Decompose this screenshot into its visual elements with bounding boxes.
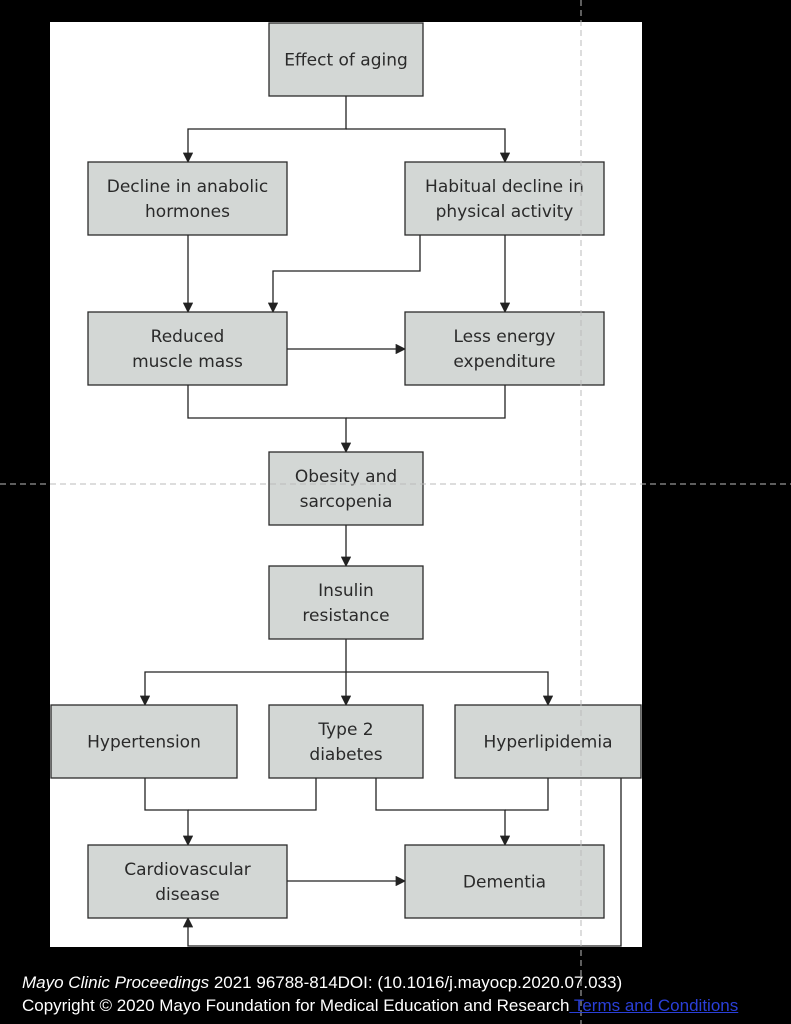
edge-insulin-to-hyperlipidemia	[346, 671, 554, 707]
node-hyperlipidemia: Hyperlipidemia	[454, 704, 642, 779]
node-label-line: Obesity and	[295, 467, 397, 487]
edges-layer	[139, 96, 622, 947]
node-box	[50, 704, 238, 779]
node-label-line: Hyperlipidemia	[484, 733, 613, 753]
node-diabetes: Type 2 diabetes	[268, 704, 424, 779]
edge-hyperlipidemia-to-cardio	[182, 778, 622, 947]
node-label-line: expenditure	[453, 352, 555, 372]
node-label-line: Effect of aging	[284, 51, 408, 71]
node-box	[268, 22, 424, 97]
node-box	[404, 311, 605, 386]
edge-diabetes-to-dementia	[375, 778, 511, 847]
node-label-line: Insulin	[318, 581, 374, 601]
node-label-line: Type 2	[317, 720, 373, 740]
node-dementia: Dementia	[404, 844, 605, 919]
node-muscle: Reduced muscle mass	[87, 311, 288, 386]
edge-effect-to-anabolic	[182, 96, 347, 164]
node-label-line: hormones	[145, 202, 230, 222]
node-box	[268, 704, 424, 779]
node-label-line: physical activity	[436, 202, 574, 222]
edge-diabetes-to-cardio	[188, 778, 317, 811]
node-label-line: disease	[155, 885, 220, 905]
edge-activity-to-muscle	[267, 235, 421, 314]
node-label-line: Less energy	[454, 327, 556, 347]
node-obesity: Obesity and sarcopenia	[268, 451, 424, 526]
edge-muscle-to-obesity	[187, 385, 352, 454]
node-label-line: Hypertension	[87, 733, 201, 753]
node-box	[268, 565, 424, 640]
node-box	[87, 844, 288, 919]
citation-text: 2021 96788-814DOI: (10.1016/j.mayocp.202…	[209, 973, 623, 992]
edge-insulin-to-hypertension	[139, 639, 347, 707]
node-box	[87, 161, 288, 236]
citation-line: Mayo Clinic Proceedings 2021 96788-814DO…	[22, 971, 787, 994]
node-cardio: Cardiovascular disease	[87, 844, 288, 919]
node-box	[454, 704, 642, 779]
node-label-line: resistance	[302, 606, 389, 626]
citation-footer: Mayo Clinic Proceedings 2021 96788-814DO…	[22, 971, 787, 1017]
edge-energy-to-obesity	[346, 385, 506, 419]
node-label-line: Decline in anabolic	[107, 177, 268, 197]
node-label-line: Reduced	[151, 327, 225, 347]
edge-effect-to-activity	[346, 128, 511, 164]
edge-hypertension-to-cardio	[144, 778, 194, 847]
node-insulin: Insulin resistance	[268, 565, 424, 640]
node-box	[268, 451, 424, 526]
node-box	[404, 161, 605, 236]
node-label-line: diabetes	[309, 745, 382, 765]
node-label-line: muscle mass	[132, 352, 243, 372]
node-box	[87, 311, 288, 386]
node-effect: Effect of aging	[268, 22, 424, 97]
copyright-line: Copyright © 2020 Mayo Foundation for Med…	[22, 994, 787, 1017]
journal-name: Mayo Clinic Proceedings	[22, 973, 210, 992]
node-activity: Habitual decline in physical activity	[404, 161, 605, 236]
edge-hyperlipidemia-to-dementia	[505, 778, 549, 811]
node-box	[404, 844, 605, 919]
node-label-line: Cardiovascular	[124, 860, 250, 880]
copyright-text: Copyright © 2020 Mayo Foundation for Med…	[22, 996, 570, 1015]
node-label-line: Dementia	[463, 873, 546, 893]
node-hypertension: Hypertension	[50, 704, 238, 779]
node-label-line: sarcopenia	[300, 492, 393, 512]
node-anabolic: Decline in anabolic hormones	[87, 161, 288, 236]
terms-and-conditions-link[interactable]: Terms and Conditions	[569, 996, 739, 1015]
node-label-line: Habitual decline in	[425, 177, 584, 197]
node-energy: Less energy expenditure	[404, 311, 605, 386]
